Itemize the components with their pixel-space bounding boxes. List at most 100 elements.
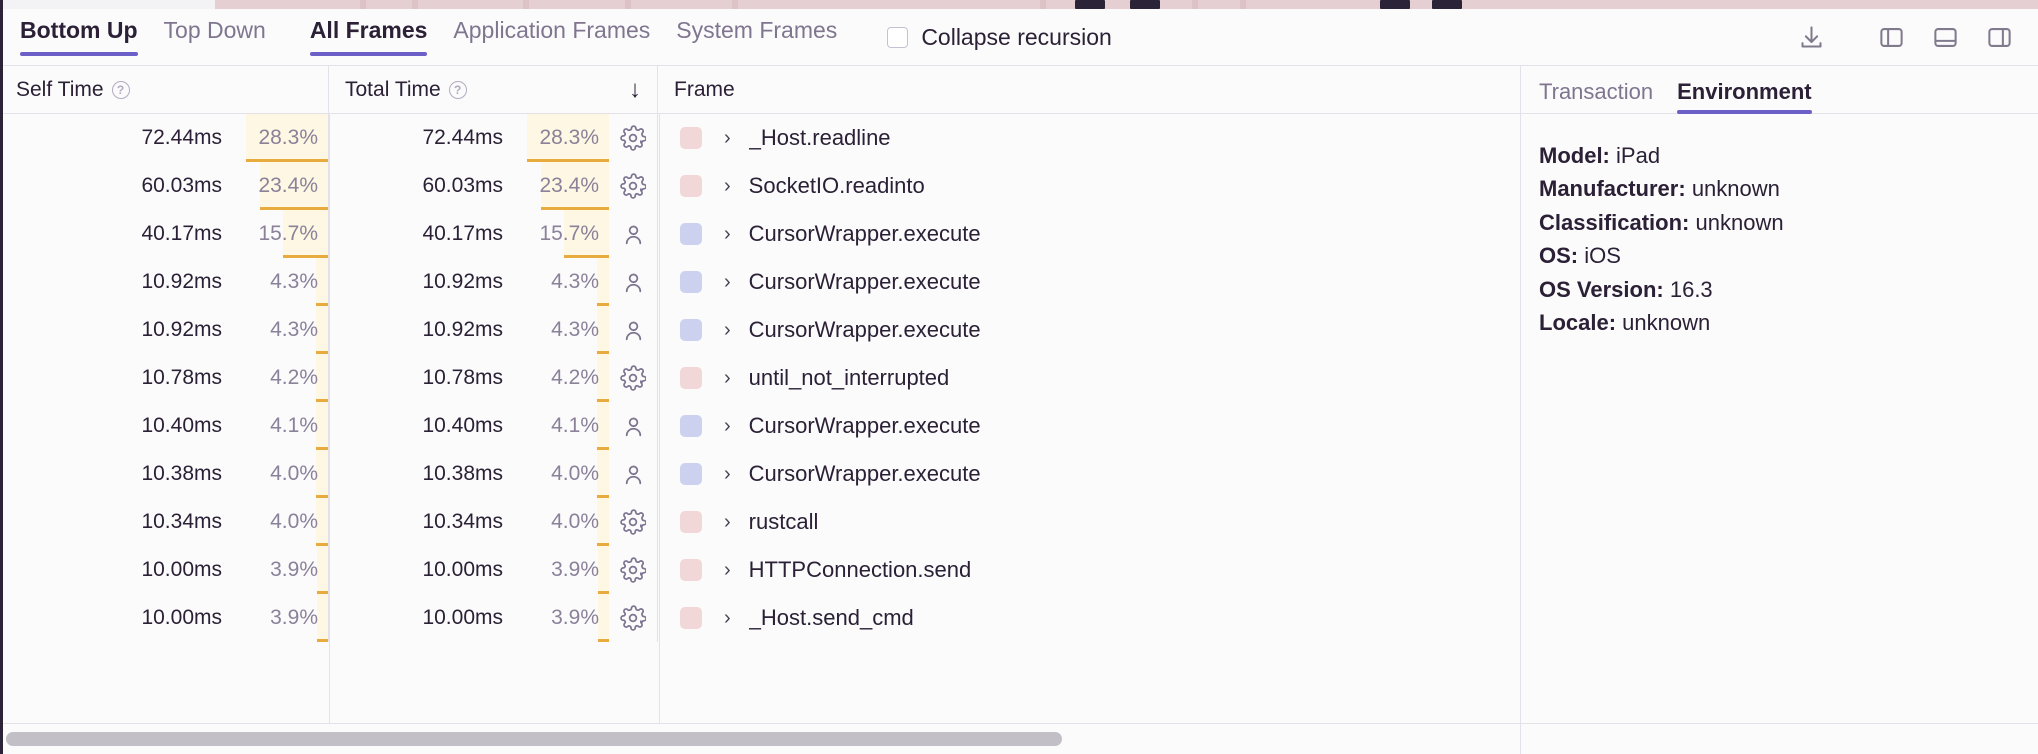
flamegraph-block[interactable]	[523, 0, 529, 9]
chevron-right-icon[interactable]: ›	[724, 511, 731, 533]
flamegraph-block[interactable]	[1130, 0, 1160, 9]
column-header-frame[interactable]: Frame	[658, 66, 1520, 113]
frame-cell: ›_Host.readline	[658, 114, 1520, 162]
flamegraph-block[interactable]	[1240, 0, 1246, 9]
flamegraph-block[interactable]	[1432, 0, 1462, 9]
horizontal-scrollbar[interactable]	[0, 724, 1521, 754]
user-icon[interactable]	[609, 306, 657, 354]
flamegraph-block[interactable]	[1192, 0, 1198, 9]
gear-icon[interactable]	[609, 594, 657, 642]
percent-cell-total: 4.1%	[517, 402, 609, 450]
percent-bar-background	[527, 114, 609, 162]
flamegraph-block[interactable]	[360, 0, 366, 9]
gear-icon[interactable]	[609, 162, 657, 210]
percent-cell-total: 4.0%	[517, 450, 609, 498]
percent-bar-fill	[316, 543, 328, 546]
chevron-right-icon[interactable]: ›	[724, 127, 731, 149]
gear-icon[interactable]	[609, 546, 657, 594]
gear-icon[interactable]	[609, 498, 657, 546]
flamegraph-block[interactable]	[625, 0, 631, 9]
flamegraph-strip[interactable]	[0, 0, 2038, 9]
panel-bottom-icon[interactable]	[1928, 20, 1962, 54]
percent-cell-self: 4.2%	[236, 354, 328, 402]
chevron-right-icon[interactable]: ›	[724, 559, 731, 581]
tab-system-frames[interactable]: System Frames	[676, 17, 838, 43]
chevron-right-icon[interactable]: ›	[724, 319, 731, 341]
percent-bar-background	[260, 162, 328, 210]
chevron-right-icon[interactable]: ›	[724, 271, 731, 293]
column-header-total-time-label: Total Time	[345, 77, 441, 101]
gear-icon[interactable]	[609, 114, 657, 162]
gear-icon[interactable]	[609, 354, 657, 402]
chevron-right-icon[interactable]: ›	[724, 175, 731, 197]
percent-value: 4.1%	[270, 414, 318, 437]
sort-descending-icon[interactable]: ↓	[629, 75, 641, 103]
percent-value: 4.3%	[270, 270, 318, 293]
download-icon[interactable]	[1794, 20, 1828, 54]
tab-transaction[interactable]: Transaction	[1539, 79, 1654, 104]
percent-bar-fill	[316, 447, 328, 450]
checkbox-box-icon[interactable]	[887, 26, 909, 48]
user-icon[interactable]	[609, 402, 657, 450]
tab-environment[interactable]: Environment	[1677, 81, 1813, 114]
self-time-value: 60.03ms	[141, 174, 222, 197]
collapse-recursion-checkbox[interactable]: Collapse recursion	[887, 25, 1112, 49]
help-icon[interactable]: ?	[448, 80, 467, 99]
flamegraph-block[interactable]	[1380, 0, 1410, 9]
chevron-right-icon[interactable]: ›	[724, 415, 731, 437]
environment-row: Locale: unknown	[1539, 306, 2016, 339]
panel-right-icon[interactable]	[1982, 20, 2016, 54]
help-icon[interactable]: ?	[111, 80, 130, 99]
percent-bar-background	[563, 210, 609, 258]
tab-bottom-up[interactable]: Bottom Up	[20, 19, 138, 56]
environment-key: Locale:	[1539, 310, 1617, 336]
flamegraph-block[interactable]	[732, 0, 738, 9]
percent-value: 4.3%	[270, 318, 318, 341]
frame-cell: › rustcall	[658, 498, 1520, 546]
user-icon[interactable]	[609, 450, 657, 498]
tab-top-down[interactable]: Top Down	[163, 17, 266, 43]
panel-left-icon[interactable]	[1874, 20, 1908, 54]
self-time-value: 10.34ms	[141, 510, 222, 533]
flamegraph-block[interactable]	[1040, 0, 1046, 9]
user-icon[interactable]	[609, 210, 657, 258]
percent-cell-self: 4.3%	[236, 306, 328, 354]
column-header-frame-label: Frame	[674, 77, 735, 101]
user-icon[interactable]	[609, 258, 657, 306]
percent-value: 4.0%	[551, 510, 599, 533]
tab-all-frames[interactable]: All Frames	[309, 19, 427, 56]
column-header-total-time[interactable]: Total Time ? ↓	[329, 66, 658, 113]
flamegraph-block[interactable]	[412, 0, 418, 9]
chevron-right-icon[interactable]: ›	[724, 463, 731, 485]
percent-cell-total: 28.3%	[517, 114, 609, 162]
scrollbar-thumb[interactable]	[6, 732, 1062, 746]
flamegraph-block[interactable]	[1075, 0, 1105, 9]
frame-color-swatch	[680, 415, 702, 437]
chevron-right-icon[interactable]: ›	[724, 607, 731, 629]
percent-cell-self: 3.9%	[236, 594, 328, 642]
percent-value: 15.7%	[258, 222, 318, 245]
chevron-right-icon[interactable]: ›	[724, 367, 731, 389]
chevron-right-icon[interactable]: ›	[724, 223, 731, 245]
percent-bar-background	[596, 306, 609, 354]
percent-bar-fill	[282, 255, 328, 258]
column-header-self-time[interactable]: Self Time ?	[0, 66, 329, 113]
frame-name: rustcall	[748, 509, 819, 534]
tab-application-frames[interactable]: Application Frames	[453, 17, 651, 43]
